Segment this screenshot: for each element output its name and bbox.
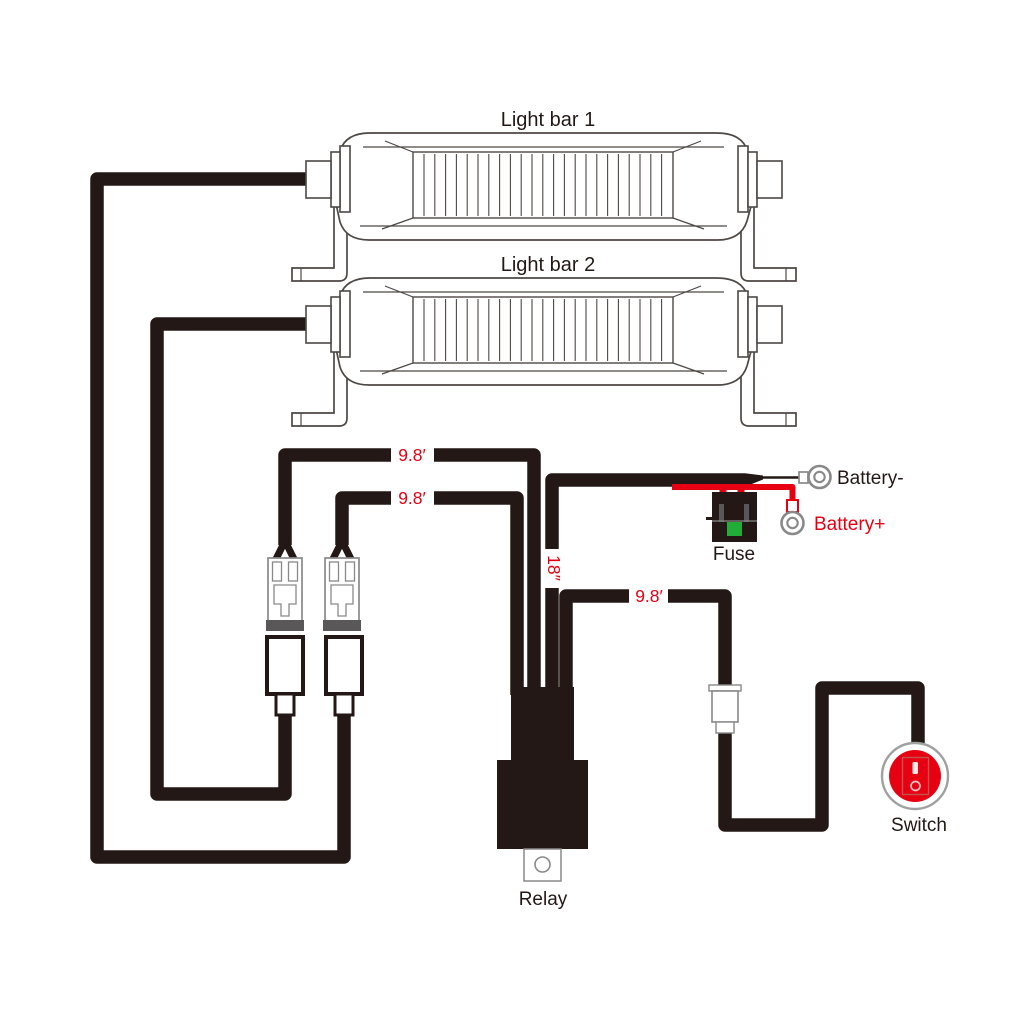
wire-relay-to-switch-c [718,681,925,832]
battery-wire-taper [745,473,763,487]
lightbar1-right-washer [747,151,758,208]
lightbar2-left-mount-knob [305,305,332,344]
connector1-slot-right [287,561,299,582]
lightbar2-label: Light bar 2 [501,254,596,276]
inline-connector-flange [708,684,742,692]
dim-battery-lead: 18″ [544,555,564,581]
light-bar-2: Light bar 2 [291,254,797,427]
fuse-post-right [744,504,749,522]
lightbar2-bracket-right [740,349,797,427]
lightbar2-right-plate [737,290,749,358]
connector-male-1 [266,537,304,631]
connector2-latch [330,584,354,617]
fuse-post-left [719,504,724,522]
relay-mount-tab [523,848,562,882]
wire-lightbar1-lead [90,172,351,864]
inline-connector-tip [715,721,735,734]
switch-on-mark [912,762,918,774]
wire-harness1-to-relay-a [278,448,391,545]
wire-relay-to-switch-b [668,589,732,687]
connector-female-1 [265,635,305,717]
fuse-label: Fuse [713,544,755,565]
fuse-element-green [727,522,742,536]
connector1-band [266,620,304,631]
light-bar-1: Light bar 1 [291,109,797,282]
relay-body [497,760,588,849]
lightbar2-right-mount-knob [756,305,783,344]
battery-positive-red-wire [672,484,796,501]
dim-switch-lead: 9.8′ [635,586,663,606]
wire-harness1-to-relay-b [434,448,541,695]
relay: Relay [497,687,588,910]
battery-negative-ring-hole [813,470,826,484]
lightbar1-left-plate [339,145,351,213]
fuse-side-tick [706,517,712,520]
relay-mount-hole [534,856,551,873]
lightbar2-left-plate [339,290,351,358]
lightbar1-right-mount-knob [756,160,783,199]
connector-female-2 [324,635,364,717]
connector-f1-tab [274,692,296,717]
switch-off-mark [910,780,921,792]
switch-label: Switch [891,815,947,836]
connector1-wire-fork [272,537,298,563]
fuse-holder: Fuse [706,492,757,565]
wire-relay-to-switch-a [559,589,629,695]
battery-positive-ring [780,510,805,536]
rocker-switch: Switch [880,741,950,836]
lightbar2-end-lines [381,285,705,375]
battery-negative-crimp [798,471,809,484]
lightbar1-end-lines [381,140,705,230]
battery-positive-crimp [786,499,799,513]
switch-rocker-outline [901,756,930,796]
lightbar1-label: Light bar 1 [501,109,596,131]
battery-negative-label: Battery- [837,468,904,489]
battery-positive-terminal: Battery+ [780,499,885,536]
lens-hatch [423,154,663,216]
dim-lightbar1-lead: 9.8′ [398,445,426,465]
dimension-labels: 9.8′ 9.8′ 18″ 9.8′ [398,445,663,606]
dim-lightbar2-lead: 9.8′ [398,488,426,508]
inline-connector-body [711,690,739,723]
switch-inline-connector [708,684,742,734]
lightbar1-left-washer [330,151,341,208]
lightbar1-right-plate [737,145,749,213]
battery-positive-ring-hole [786,516,799,530]
connector-male-2 [323,537,361,631]
wire-harness2-to-relay-b [434,491,524,695]
lightbar2-left-washer [330,296,341,353]
battery-positive-label: Battery+ [814,514,885,535]
relay-top-block [511,687,574,762]
connector2-band [323,620,361,631]
connector1-latch [273,584,297,617]
connector2-slot-left [328,561,340,582]
connector-f2-body [324,635,364,696]
lightbar1-bracket-right [740,204,797,282]
lens-hatch [423,299,663,361]
lightbar1-left-mount-knob [305,160,332,199]
battery-negative-terminal: Battery- [798,464,904,490]
lightbar2-right-washer [747,296,758,353]
wire-lightbar2-lead [150,317,309,801]
relay-label: Relay [519,889,568,910]
connector2-wire-fork [329,537,355,563]
harness-wires [90,172,925,864]
connector-f2-tab [333,692,355,717]
connector-f1-body [265,635,305,696]
wire-relay-to-battery-b [545,473,745,549]
wire-harness2-to-relay-a [335,491,391,545]
battery-negative-ring [807,464,832,490]
connector2-slot-right [344,561,356,582]
connector1-slot-left [271,561,283,582]
